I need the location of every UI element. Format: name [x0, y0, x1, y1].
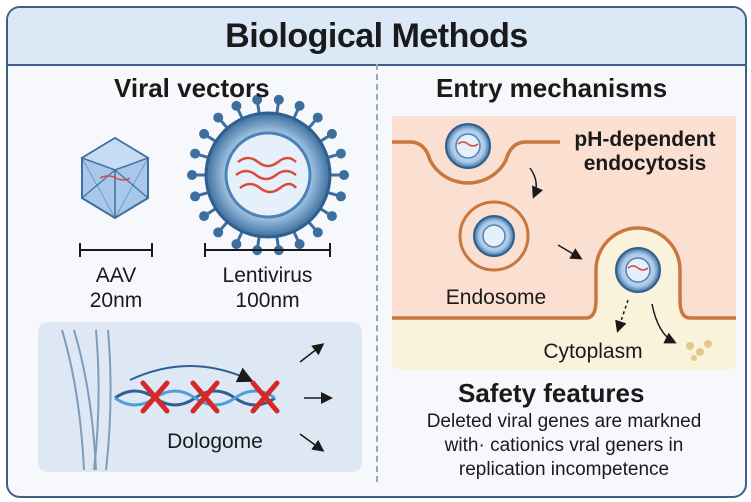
- escaping-virus-icon: [615, 247, 661, 293]
- envelope-spike-head: [294, 100, 305, 111]
- cytoplasm-label: Cytoplasm: [543, 340, 643, 363]
- envelope-spike-head: [294, 239, 305, 250]
- envelope-spike-head: [199, 128, 210, 139]
- invaginating-virus-icon: [445, 123, 491, 169]
- envelope-spike-head: [312, 227, 323, 238]
- envelope-spike-head: [231, 239, 242, 250]
- plasma-membrane-top: [392, 140, 560, 185]
- gene-deletion-cross-3: [250, 380, 280, 414]
- envelope-spike-head: [187, 170, 197, 180]
- envelope-spike-head: [190, 148, 201, 159]
- gene-deletion-cross-1: [140, 380, 170, 414]
- genome-panel: [38, 322, 362, 472]
- envelope-spike-head: [326, 128, 337, 139]
- endosome-icon: [458, 200, 530, 272]
- ph-endocytosis-label-line2: endocytosis: [583, 152, 707, 175]
- lentivirus-particle-icon: [187, 94, 349, 256]
- title-bar: Biological Methods: [8, 8, 745, 66]
- aav-size: 20nm: [89, 289, 143, 312]
- envelope-spike-head: [273, 94, 284, 105]
- envelope-spike-head: [339, 170, 349, 180]
- envelope-spike-head: [199, 211, 210, 222]
- safety-features-heading: Safety features: [458, 378, 645, 408]
- safety-line-2: with· cationics vral geners in: [444, 435, 684, 456]
- safety-line-3: replication incompetence: [458, 459, 670, 480]
- lentivirus-scale-bar: [204, 243, 331, 257]
- envelope-spike-head: [213, 112, 224, 123]
- envelope-spike-head: [190, 191, 201, 202]
- genome-label: Dologome: [167, 430, 263, 453]
- gene-deletion-cross-2: [190, 380, 220, 414]
- lentivirus-size: 100nm: [235, 289, 300, 312]
- plasma-membrane-bottom: [392, 226, 736, 320]
- envelope-spike-head: [326, 211, 337, 222]
- lentivirus-name: Lentivirus: [222, 264, 313, 287]
- column-divider: [376, 64, 378, 482]
- envelope-spike-head: [335, 148, 346, 159]
- entry-mechanisms-heading: Entry mechanisms: [436, 73, 668, 103]
- released-particles: [686, 340, 712, 361]
- ph-endocytosis-label-line1: pH-dependent: [574, 128, 716, 151]
- endosome-label: Endosome: [445, 286, 547, 309]
- output-arrows: [299, 343, 333, 452]
- envelope-spike-head: [213, 227, 224, 238]
- safety-line-1: Deleted viral genes are markned: [426, 411, 702, 432]
- page-title: Biological Methods: [225, 16, 528, 55]
- aav-name: AAV: [95, 264, 137, 287]
- envelope-spike-head: [231, 100, 242, 111]
- envelope-spike-head: [252, 94, 263, 105]
- dna-helix-icon: [114, 365, 276, 407]
- aav-scale-bar: [79, 243, 153, 257]
- viral-vectors-heading: Viral vectors: [114, 73, 270, 103]
- envelope-spike-head: [312, 112, 323, 123]
- envelope-spike-head: [335, 191, 346, 202]
- aav-capsid-icon: [80, 136, 150, 220]
- cell-fibers: [61, 329, 112, 471]
- entry-arrows: [529, 167, 677, 344]
